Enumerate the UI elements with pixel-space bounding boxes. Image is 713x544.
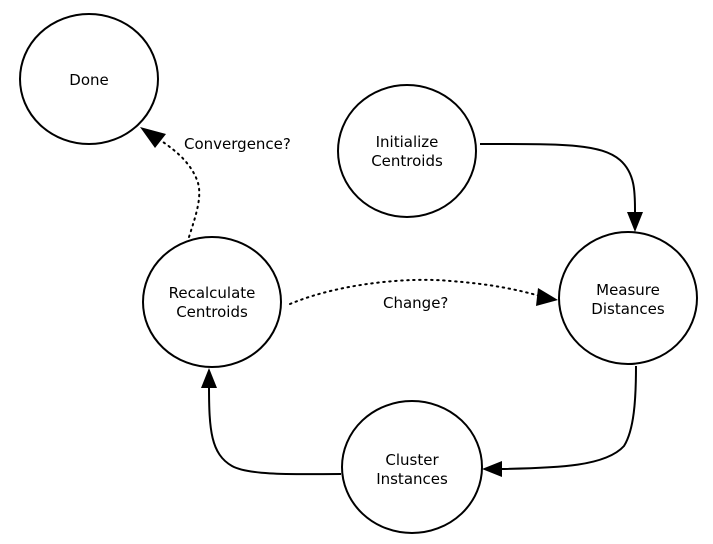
node-done: Done bbox=[19, 13, 159, 145]
node-cluster-label-line2: Instances bbox=[376, 470, 448, 488]
node-cluster-label-line1: Cluster bbox=[385, 451, 439, 469]
node-measure-label-line1: Measure bbox=[596, 281, 660, 299]
node-cluster-instances: Cluster Instances bbox=[341, 400, 483, 534]
node-initialize-centroids: Initialize Centroids bbox=[337, 84, 477, 218]
edge-recalculate-to-measure: Change? bbox=[289, 278, 558, 312]
edge-label-convergence: Convergence? bbox=[184, 135, 291, 153]
node-done-label: Done bbox=[69, 71, 108, 89]
arrowhead bbox=[201, 368, 217, 388]
arrowhead bbox=[536, 288, 558, 306]
edge-recalculate-to-done: Convergence? bbox=[140, 127, 291, 238]
arrowhead bbox=[627, 212, 643, 232]
edge-label-change: Change? bbox=[383, 294, 448, 312]
node-initialize-label-line2: Centroids bbox=[371, 152, 443, 170]
node-recalculate-centroids: Recalculate Centroids bbox=[142, 236, 282, 368]
arrowhead bbox=[482, 461, 502, 477]
node-recalculate-label-line1: Recalculate bbox=[169, 284, 256, 302]
node-initialize-label-line1: Initialize bbox=[376, 133, 439, 151]
edge-cluster-to-recalculate bbox=[201, 368, 342, 476]
node-measure-label-line2: Distances bbox=[591, 300, 665, 318]
node-measure-distances: Measure Distances bbox=[558, 231, 698, 365]
edge-measure-to-cluster bbox=[482, 365, 637, 477]
edge-initialize-to-measure bbox=[479, 142, 643, 232]
arrowhead bbox=[140, 127, 166, 148]
node-recalculate-label-line2: Centroids bbox=[176, 303, 248, 321]
